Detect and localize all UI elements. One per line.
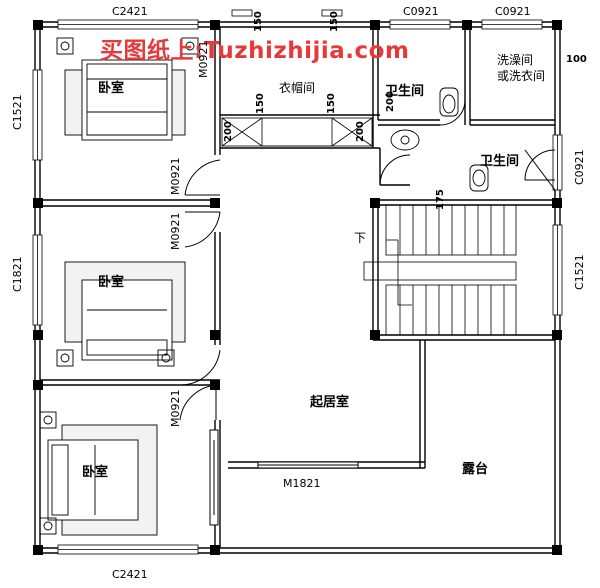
windows <box>32 19 563 555</box>
code-left-window-top: C1521 <box>11 94 24 130</box>
dim-100: 100 <box>566 54 587 65</box>
cloakroom-fixtures <box>221 9 373 147</box>
room-label-bedroom-bottom: 卧室 <box>82 465 109 480</box>
room-label-terrace: 露台 <box>462 462 489 477</box>
stair-direction-label: 下 <box>354 231 367 245</box>
code-door-2: M0921 <box>169 212 182 251</box>
dim-200-a: 200 <box>223 121 234 142</box>
room-label-laundry: 洗澡间 或洗衣间 <box>497 53 546 84</box>
code-bottom-window: C2421 <box>112 568 148 581</box>
watermark-text: 买图纸上:Tuzhizhijia.com <box>100 38 410 64</box>
code-door-top: M0921 <box>197 40 210 79</box>
code-top-window-right: C0921 <box>495 5 531 18</box>
code-door-1: M0921 <box>169 157 182 196</box>
dim-200-b: 200 <box>355 121 366 142</box>
room-label-bathroom-b: 卫生间 <box>480 154 520 169</box>
room-label-bedroom-mid: 卧室 <box>98 275 125 290</box>
bath-fixtures <box>390 87 489 192</box>
dim-200-c: 200 <box>385 91 396 112</box>
dim-150-right: 150 <box>326 93 337 114</box>
room-label-cloakroom: 衣帽间 <box>279 81 316 95</box>
code-door-3: M0921 <box>169 389 182 428</box>
dim-175: 175 <box>435 189 446 210</box>
dim-150-left: 150 <box>255 93 266 114</box>
code-right-window-mid: C1521 <box>573 254 586 290</box>
doors <box>179 99 556 526</box>
code-top-window-mid: C0921 <box>403 5 439 18</box>
code-right-window-top: C0921 <box>573 149 586 185</box>
code-door-living: M1821 <box>283 477 321 490</box>
room-label-bathroom-a: 卫生间 <box>385 84 425 99</box>
room-label-bedroom-top: 卧室 <box>98 81 125 96</box>
dim-150-top-a: 150 <box>253 11 264 32</box>
code-top-window-left: C2421 <box>112 5 148 18</box>
beds <box>39 37 199 536</box>
code-left-window-mid: C1821 <box>11 256 24 292</box>
dim-150-top-b: 150 <box>329 11 340 32</box>
room-label-living: 起居室 <box>310 395 350 410</box>
stairs <box>363 204 517 336</box>
